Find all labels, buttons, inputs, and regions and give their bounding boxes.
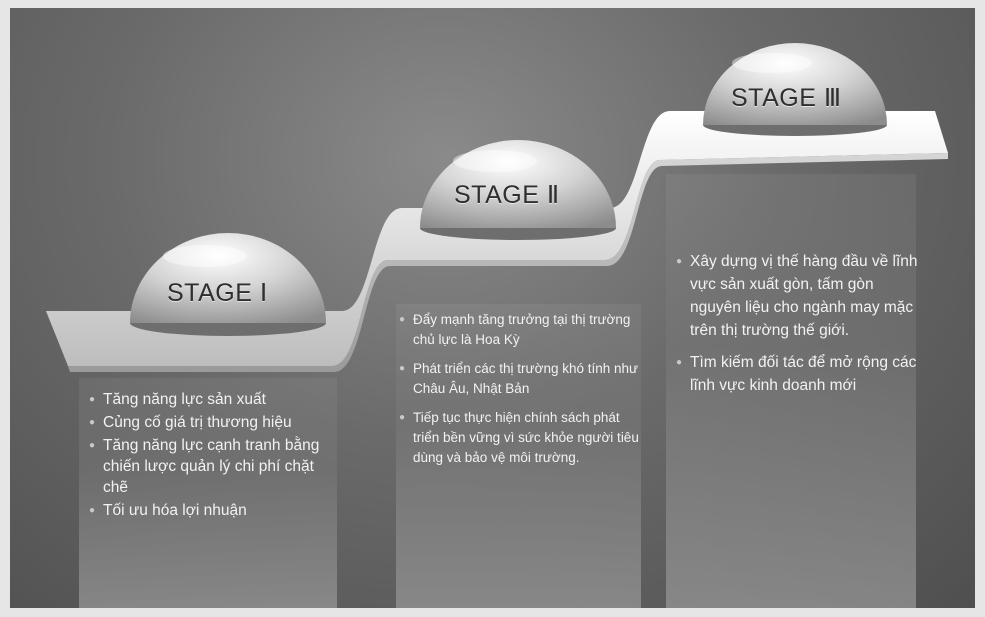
bullet-icon: ● [676,250,682,273]
bullet-icon: ● [676,351,682,374]
list-item: ● Xây dựng vị thế hàng đầu về lĩnh vực sả… [676,250,926,342]
bullet-icon: ● [89,500,95,521]
bullet-icon: ● [399,310,405,330]
list-item: ● Tăng năng lực sản xuất [89,389,339,410]
list-item-text: Tăng năng lực cạnh tranh bằng chiến lược… [103,437,319,496]
list-item-text: Tăng năng lực sản xuất [103,391,266,408]
list-item-text: Xây dựng vị thế hàng đầu về lĩnh vực sản… [690,253,918,339]
list-item: ● Tăng năng lực cạnh tranh bằng chiến lượ… [89,435,339,498]
list-item-text: Đẩy mạnh tăng trưởng tại thị trường chủ … [413,312,630,347]
stage-3-title: STAGE Ⅲ [731,83,842,113]
list-item: ● Củng cố giá trị thương hiệu [89,412,339,433]
list-item-text: Củng cố giá trị thương hiệu [103,414,292,431]
stage-1-list: ● Tăng năng lực sản xuất ● Củng cố giá trị… [89,389,339,523]
list-item: ● Đẩy mạnh tăng trưởng tại thị trường chủ… [399,310,644,350]
list-item: ● Tối ưu hóa lợi nhuận [89,500,339,521]
list-item: ● Tiếp tục thực hiện chính sách phát triể… [399,408,644,468]
bullet-icon: ● [89,435,95,456]
list-item: ● Tìm kiếm đối tác để mở rộng các lĩnh vự… [676,351,926,397]
stage-1-title: STAGE Ⅰ [167,278,268,308]
list-item: ● Phát triển các thị trường khó tính như … [399,359,644,399]
diagram-canvas: STAGE Ⅰ STAGE Ⅱ STAGE Ⅲ ● Tăng năng lực s… [10,8,975,608]
list-item-text: Tối ưu hóa lợi nhuận [103,502,247,519]
dome-3-highlight [732,53,812,73]
bullet-icon: ● [89,389,95,410]
bullet-icon: ● [399,408,405,428]
stage-2-title: STAGE Ⅱ [454,180,560,210]
dome-1-highlight [163,245,247,267]
stage-2-list: ● Đẩy mạnh tăng trưởng tại thị trường chủ… [399,310,644,477]
list-item-text: Phát triển các thị trường khó tính như C… [413,361,638,396]
bullet-icon: ● [89,412,95,433]
list-item-text: Tiếp tục thực hiện chính sách phát triển… [413,410,639,465]
dome-2-highlight [453,150,537,172]
bullet-icon: ● [399,359,405,379]
stage-3-list: ● Xây dựng vị thế hàng đầu về lĩnh vực sả… [676,250,926,406]
list-item-text: Tìm kiếm đối tác để mở rộng các lĩnh vực… [690,354,916,394]
